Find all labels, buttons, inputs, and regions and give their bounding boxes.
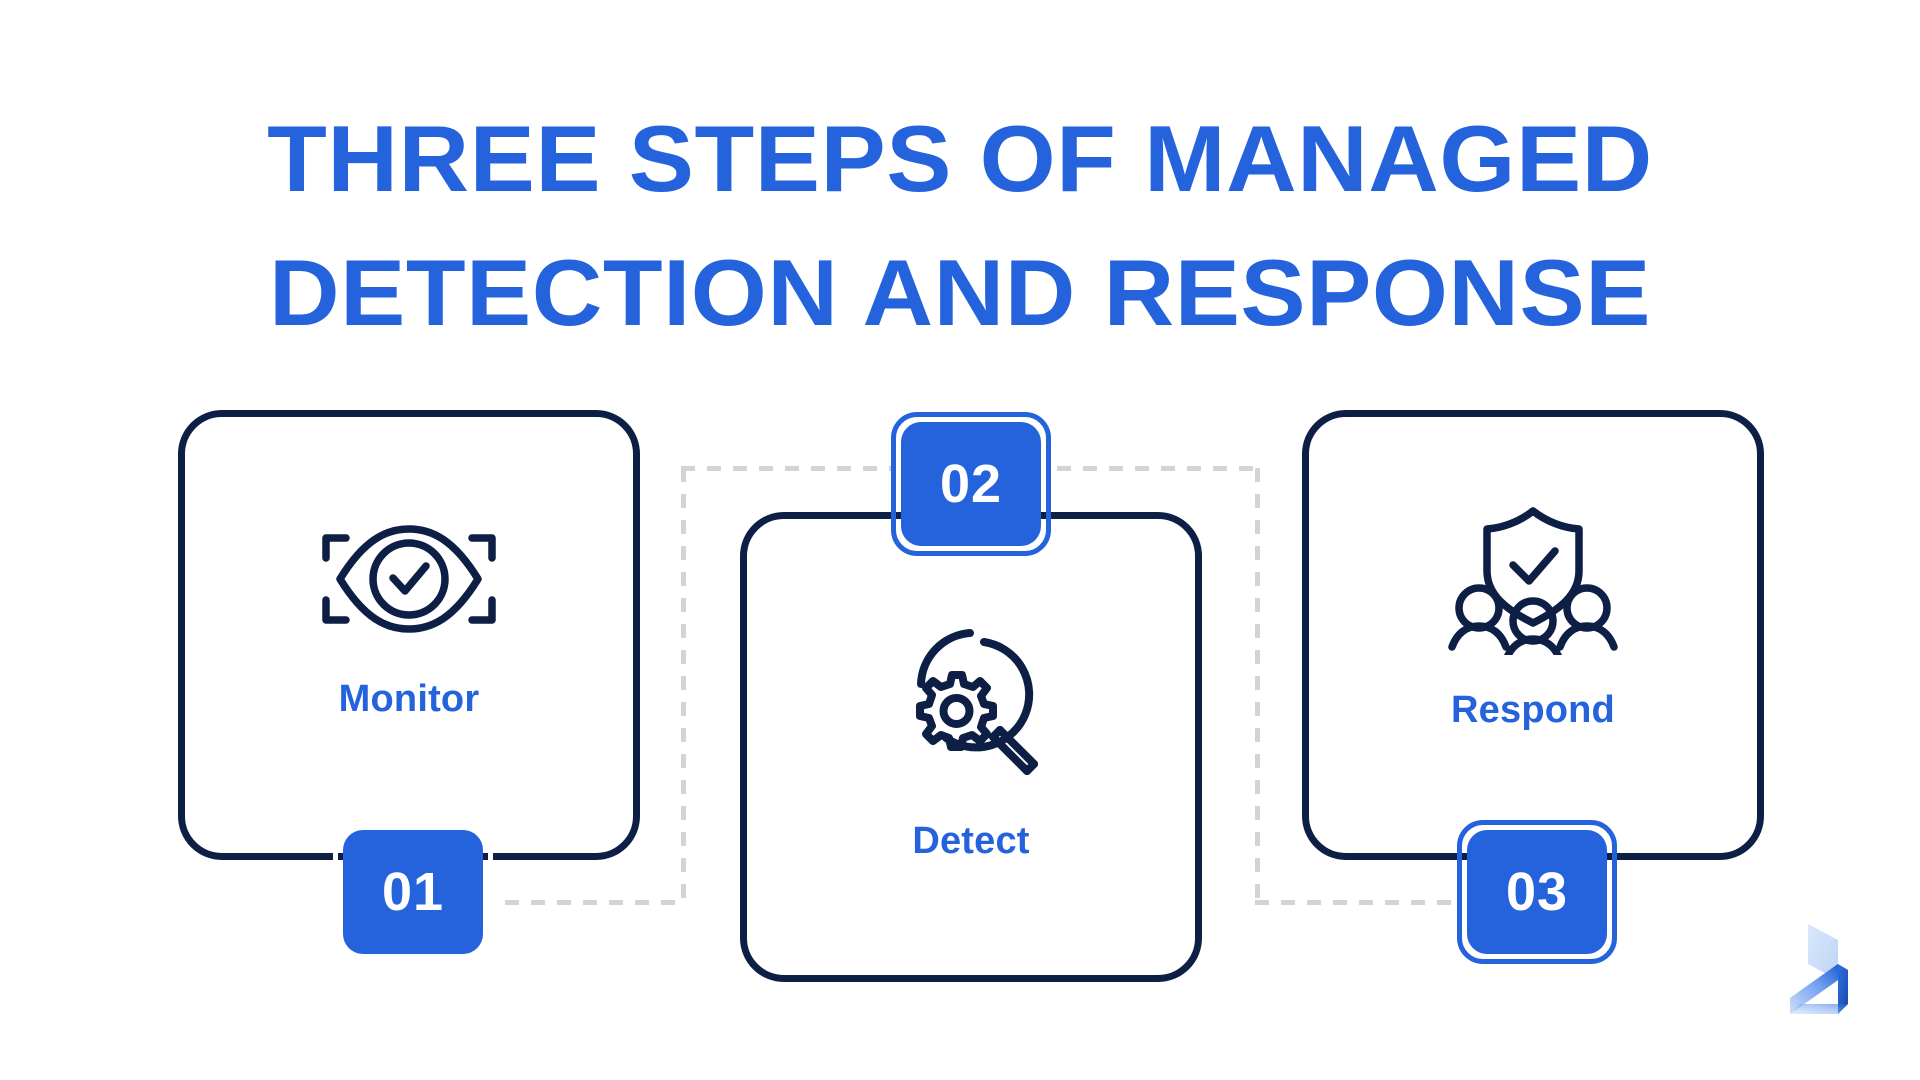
connector-dash-left-vertical [681,468,686,904]
folded-ribbon-logo [1786,918,1882,1034]
step-card-monitor-content: Monitor [316,514,502,721]
step-card-detect-content: Detect [888,620,1054,863]
connector-dash-right-horizontal [1255,900,1455,905]
shield-check-people-icon [1447,503,1619,664]
step-card-respond[interactable]: Respond [1302,410,1764,860]
step-badge-03[interactable]: 03 [1467,830,1607,954]
connector-dash-top-left [681,466,895,471]
page-title-line-1: THREE STEPS OF MANAGED [267,106,1653,211]
step-badge-ring-01 [333,820,493,964]
step-badge-ring-02 [891,412,1051,556]
connector-dash-right-vertical [1255,468,1260,904]
step-badge-01[interactable]: 01 [343,830,483,954]
magnifier-gear-icon [888,620,1054,786]
step-badge-02[interactable]: 02 [901,422,1041,546]
step-card-respond-label: Respond [1451,688,1615,731]
step-card-respond-content: Respond [1447,503,1619,732]
step-card-monitor-label: Monitor [338,677,480,720]
connector-dash-top-right [1057,466,1259,471]
connector-dash-left-horizontal [505,900,685,905]
step-card-monitor[interactable]: Monitor [178,410,640,860]
eye-scan-check-icon [316,514,502,644]
page-title: THREE STEPS OF MANAGED DETECTION AND RES… [0,92,1920,360]
step-badge-ring-03 [1457,820,1617,964]
step-card-detect[interactable]: Detect [740,512,1202,982]
step-card-detect-label: Detect [912,819,1030,862]
page-title-line-2: DETECTION AND RESPONSE [268,240,1652,345]
